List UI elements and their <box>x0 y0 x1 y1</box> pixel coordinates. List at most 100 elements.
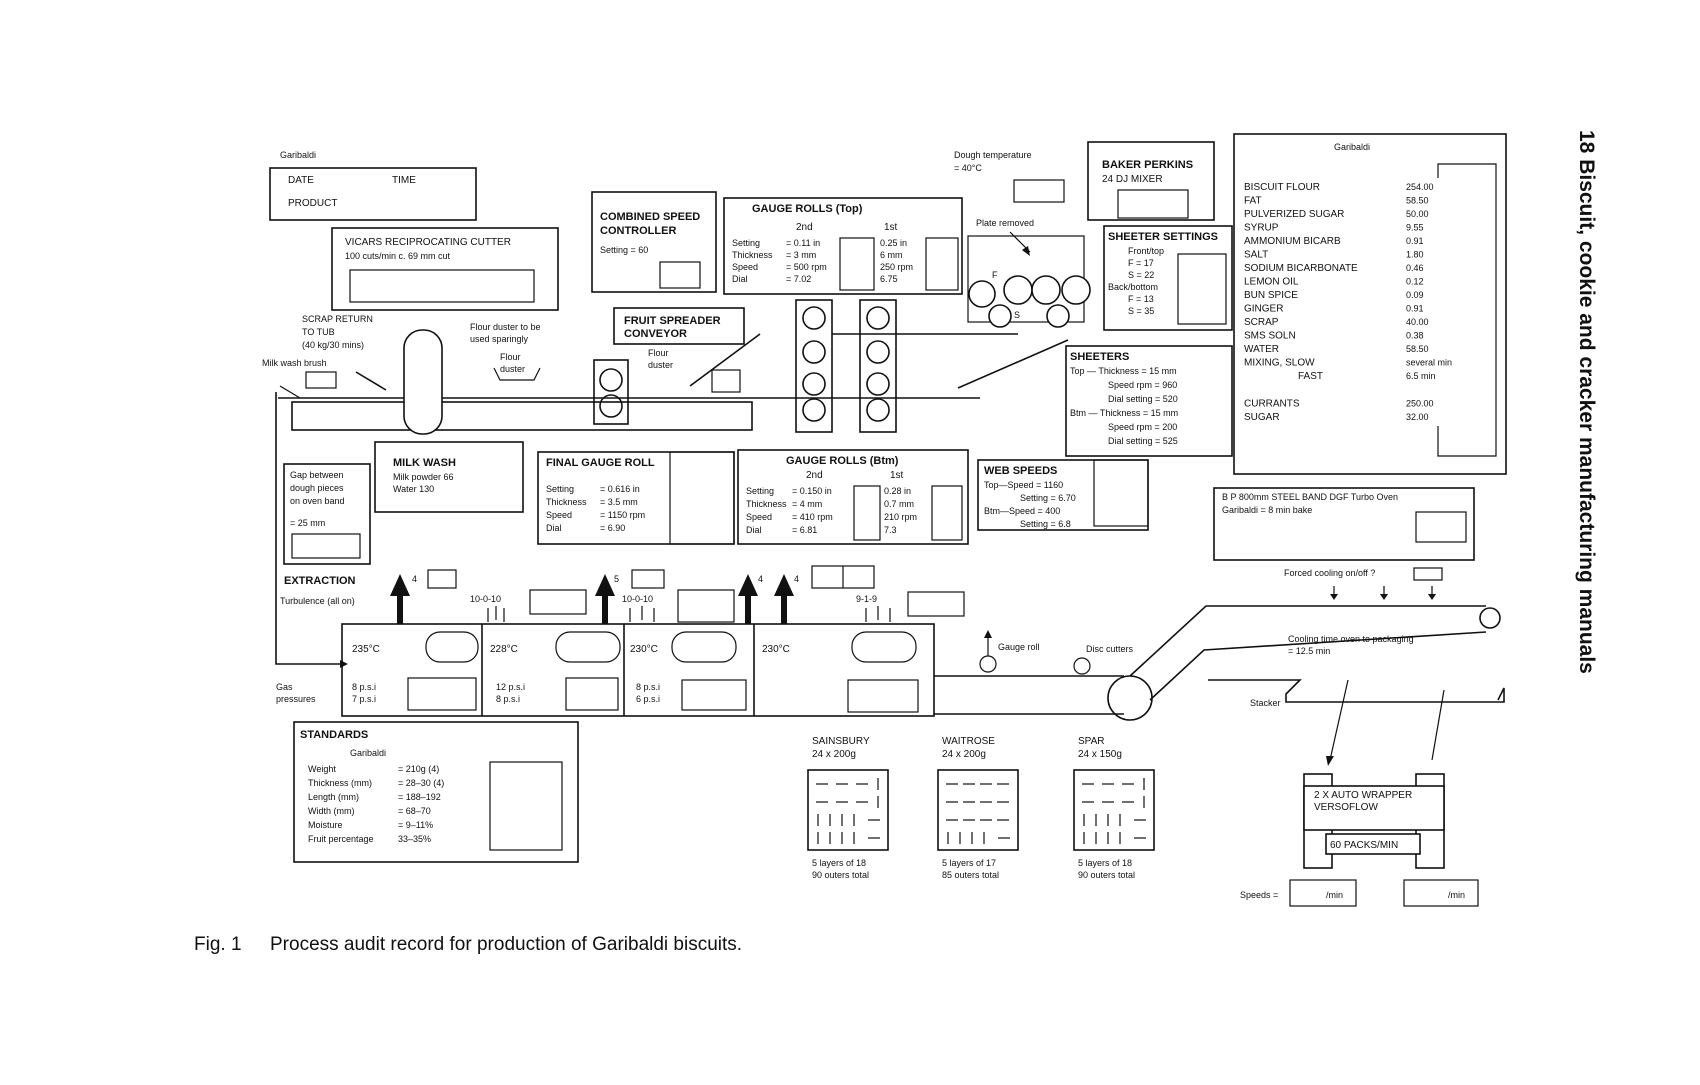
scrap-line-2: TO TUB <box>302 327 335 337</box>
burner-label-2: 10-0-10 <box>622 594 653 604</box>
milk-wash-title: MILK WASH <box>393 457 456 469</box>
cooling-entry[interactable] <box>1413 567 1443 581</box>
extraction-sub: Turbulence (all on) <box>280 596 355 606</box>
mixer-line-1: BAKER PERKINS <box>1102 159 1193 171</box>
arrow-head <box>1022 246 1030 256</box>
zone-pressure-1: 8 p.s.i <box>636 682 660 692</box>
cutter-title: VICARS RECIPROCATING CUTTER <box>345 237 511 248</box>
product-label: PRODUCT <box>288 198 337 209</box>
gauge-roll-2b <box>802 340 826 364</box>
extraction-entry-1[interactable] <box>427 569 457 589</box>
sheeter-settings-box <box>1103 225 1233 331</box>
gauge-btm-title: GAUGE ROLLS (Btm) <box>786 455 899 467</box>
web-speeds-title: WEB SPEEDS <box>984 465 1057 477</box>
pack-brand: SPAR <box>1078 736 1105 747</box>
sheeters-line: Top — Thickness = 15 mm <box>1070 366 1177 376</box>
burner-label-3: 9-1-9 <box>856 594 877 604</box>
zone-entry-4[interactable] <box>847 679 919 713</box>
gap-entry-box[interactable] <box>291 533 361 559</box>
zone-temp: 230°C <box>630 644 658 655</box>
gauge-btm-row-2nd: = 0.150 in <box>792 486 832 496</box>
zone-temp: 228°C <box>490 644 518 655</box>
sheeter-settings-title: SHEETER SETTINGS <box>1108 231 1218 243</box>
zone-temp: 230°C <box>762 644 790 655</box>
oven-entry[interactable] <box>1415 511 1467 543</box>
final-gauge-row-value: = 6.90 <box>600 523 625 533</box>
web-speeds-entry[interactable] <box>1093 459 1149 527</box>
burner-entry-2[interactable] <box>677 589 735 623</box>
speeds-entry-2[interactable] <box>1403 879 1479 907</box>
recipe-item-value: 254.00 <box>1406 182 1434 192</box>
recipe-item-value: 0.12 <box>1406 277 1424 287</box>
gauge-btm-row-1st: 0.28 in <box>884 486 911 496</box>
standards-entry[interactable] <box>489 761 563 851</box>
gauge-top-entry-1[interactable] <box>925 237 959 291</box>
burner-entry-1[interactable] <box>529 589 587 615</box>
wrapper-line-2: VERSOFLOW <box>1314 802 1378 813</box>
final-gauge-row-value: = 1150 rpm <box>600 510 645 520</box>
standards-label: Fruit percentage <box>308 834 374 844</box>
burner-3 <box>671 631 737 663</box>
burner-entry-3[interactable] <box>907 591 965 617</box>
gauge-stand-1st <box>859 299 897 433</box>
sheeter-setting-line: F = 17 <box>1128 258 1154 268</box>
final-gauge-row-value: = 0.616 in <box>600 484 640 494</box>
recipe-item-name: SYRUP <box>1244 223 1279 234</box>
standards-sub: Garibaldi <box>350 748 386 758</box>
gauge-roll-icon <box>979 655 997 673</box>
standards-value: = 9–11% <box>398 820 433 830</box>
gauge-top-row-label: Speed <box>732 262 758 272</box>
gauge-btm-entry-1[interactable] <box>931 485 963 541</box>
final-roll-bottom <box>599 394 623 418</box>
wrapper-line-1: 2 X AUTO WRAPPER <box>1314 790 1412 801</box>
sheeter-roll-b <box>1003 275 1033 305</box>
cooling-arrows <box>1330 586 1436 600</box>
speeds-entry-1[interactable] <box>1289 879 1357 907</box>
recipe-item-name: BUN SPICE <box>1244 290 1298 301</box>
web-speeds-line: Btm—Speed = 400 <box>984 506 1060 516</box>
recipe-item-name: SCRAP <box>1244 317 1279 328</box>
extraction-entry-2[interactable] <box>631 569 665 589</box>
speeds-unit-2: /min <box>1448 890 1465 900</box>
zone-entry-3[interactable] <box>681 679 747 711</box>
dough-temp-1: Dough temperature <box>954 150 1032 160</box>
cutter-entry-box[interactable] <box>349 269 535 303</box>
zone-entry-1[interactable] <box>407 677 477 711</box>
wrapper-body <box>1303 785 1445 831</box>
wrapper-rate-box <box>1325 833 1421 855</box>
milk-wash-line-1: Milk powder 66 <box>393 472 454 482</box>
sheeter-settings-entry[interactable] <box>1177 253 1227 325</box>
plate-removed-label: Plate removed <box>976 218 1034 228</box>
gauge-btm-row-label: Dial <box>746 525 762 535</box>
gauge-btm-entry-2[interactable] <box>853 485 881 541</box>
recipe-item-name: SUGAR <box>1244 412 1280 423</box>
final-gauge-entry[interactable] <box>669 451 735 545</box>
forced-cooling: Forced cooling on/off ? <box>1284 568 1375 578</box>
zone-entry-2[interactable] <box>565 677 619 711</box>
standards-value: = 68–70 <box>398 806 431 816</box>
pack-outers: 90 outers total <box>812 870 869 880</box>
pack-box <box>807 769 889 851</box>
gauge-top-row-1st: 250 rpm <box>880 262 913 272</box>
dough-temp-entry[interactable] <box>1013 179 1065 203</box>
speed-controller-setting: Setting = 60 <box>600 245 648 255</box>
duster-bar <box>355 371 387 391</box>
arrow-num-1: 4 <box>412 574 417 584</box>
recipe-item-value: several min <box>1406 358 1452 368</box>
fruit-spreader-box <box>613 307 745 345</box>
mixer-entry[interactable] <box>1117 189 1189 219</box>
gauge-top-row-1st: 0.25 in <box>880 238 907 248</box>
speed-entry-box[interactable] <box>659 261 701 289</box>
mixer-box <box>1087 141 1215 221</box>
gauge-top-entry-2[interactable] <box>839 237 875 291</box>
gap-box <box>283 463 371 565</box>
gauge-roll-1d <box>866 398 890 422</box>
gauge-btm-row-1st: 210 rpm <box>884 512 917 522</box>
pack-brand: WAITROSE <box>942 736 995 747</box>
flour-note-1: Flour duster to be <box>470 322 541 332</box>
recipe-item-value: 58.50 <box>1406 344 1429 354</box>
pack-box <box>937 769 1019 851</box>
burner-2 <box>555 631 621 663</box>
